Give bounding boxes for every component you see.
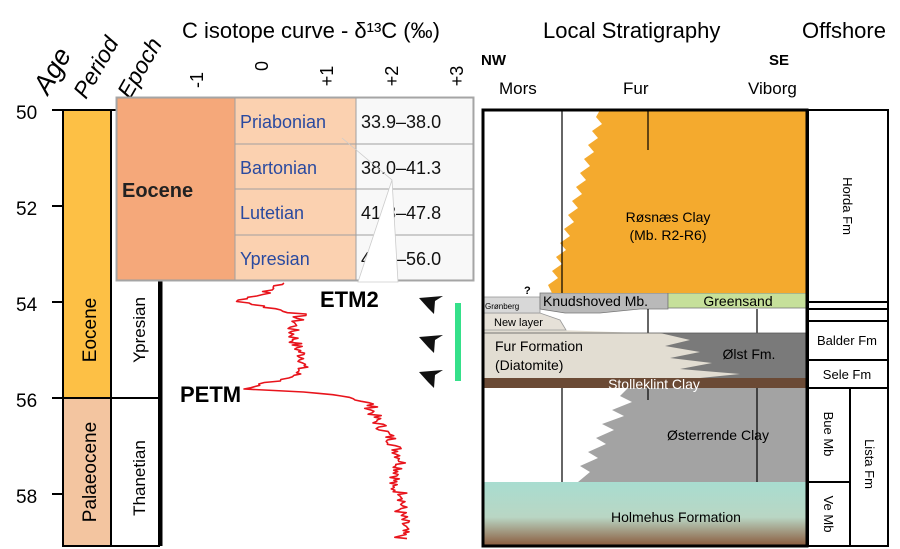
- new-layer-label: New layer: [494, 317, 543, 329]
- stolleklint-clay: [483, 378, 807, 388]
- age-tick-label: 56: [16, 391, 37, 412]
- inset-stage-range: 38.0–41.3: [361, 158, 441, 178]
- age-tick-label: 58: [16, 487, 37, 508]
- bue-mb-label: Bue Mb: [821, 412, 836, 457]
- osterrende-label: Østerrende Clay: [667, 427, 769, 443]
- horda-fm-label: Horda Fm: [840, 177, 855, 235]
- isotope-tick-label: +3: [447, 66, 467, 87]
- inset-stage-range: 33.9–38.0: [361, 112, 441, 132]
- inset-epoch-cell: [116, 97, 236, 281]
- location-viborg: Viborg: [748, 79, 797, 98]
- fur-formation-sublabel: (Diatomite): [495, 357, 563, 373]
- isotope-tick-label: +1: [317, 66, 337, 87]
- question-mark: ?: [524, 285, 531, 297]
- gronberg-label: Grønberg: [485, 302, 519, 311]
- period-eocene-label: Eocene: [80, 298, 101, 362]
- olst-label: Ølst Fm.: [723, 346, 776, 362]
- nw-label: NW: [481, 52, 507, 69]
- offshore-title: Offshore: [802, 18, 886, 43]
- balder-fm-label: Balder Fm: [817, 333, 877, 348]
- inset-stage-link[interactable]: Priabonian: [240, 112, 326, 132]
- age-axis: 50 52 54 56 58: [16, 103, 63, 508]
- carbon-isotope-curve: [235, 282, 411, 540]
- olst-formation: [660, 333, 807, 378]
- event-marker-icon: [419, 296, 443, 314]
- rosnaes-clay: [548, 110, 807, 293]
- ve-mb-label: Ve Mb: [821, 496, 836, 533]
- age-heading: Age: [26, 42, 77, 100]
- inset-stage-range: 41.3–47.8: [361, 203, 441, 223]
- se-label: SE: [769, 52, 789, 69]
- holmehus-label: Holmehus Formation: [611, 509, 741, 525]
- age-tick-label: 54: [16, 295, 38, 316]
- holmehus-formation: [483, 482, 807, 546]
- lista-fm-label: Lista Fm: [862, 439, 877, 489]
- rosnaes-clay-sublabel: (Mb. R2-R6): [629, 227, 706, 243]
- sele-fm-label: Sele Fm: [823, 367, 871, 382]
- etm2-label: ETM2: [320, 287, 379, 312]
- offshore-panel: Horda Fm Balder Fm Sele Fm Bue Mb Ve Mb …: [807, 109, 889, 547]
- pointer-wedge: [341, 137, 399, 283]
- inset-stage-link[interactable]: Bartonian: [240, 158, 317, 178]
- isotope-tick-label: 0: [252, 61, 272, 71]
- event-marker-icon: [419, 370, 443, 388]
- local-stratigraphy-title: Local Stratigraphy: [543, 18, 720, 43]
- rosnaes-clay-label: Røsnæs Clay: [626, 209, 711, 225]
- inset-epoch-label: Eocene: [122, 180, 193, 202]
- inset-stage-link[interactable]: Lutetian: [240, 203, 304, 223]
- isotope-tick-label: +2: [382, 66, 402, 87]
- epoch-thanetian-label: Thanetian: [130, 440, 149, 516]
- knudshoved-label: Knudshoved Mb.: [543, 293, 648, 309]
- period-palaeocene: [62, 397, 112, 547]
- greensand-label: Greensand: [703, 293, 772, 309]
- osterrende-clay: [578, 388, 807, 482]
- isotope-title: C isotope curve - δ¹³C (‰): [182, 18, 440, 43]
- petm-label: PETM: [180, 382, 241, 407]
- stolleklint-label: Stolleklint Clay: [608, 376, 700, 392]
- age-tick-label: 50: [16, 103, 37, 124]
- period-palaeocene-label: Palaeocene: [80, 422, 101, 522]
- age-tick-label: 52: [16, 199, 37, 220]
- period-eocene: [62, 109, 112, 399]
- inset-stage-link[interactable]: Ypresian: [240, 249, 310, 269]
- location-mors: Mors: [499, 79, 537, 98]
- isotope-tick-label: -1: [187, 72, 207, 88]
- period-column: Eocene Palaeocene: [62, 109, 112, 547]
- etm-interval-bar: [455, 303, 461, 381]
- location-fur: Fur: [623, 79, 649, 98]
- event-marker-icon: [419, 335, 443, 353]
- fur-formation-label: Fur Formation: [495, 338, 583, 354]
- local-stratigraphy-panel: Røsnæs Clay (Mb. R2-R6) Knudshoved Mb. G…: [481, 108, 809, 548]
- inset-timescale-table: Eocene Priabonian Bartonian Lutetian Ypr…: [115, 96, 475, 282]
- epoch-ypresian-label: Ypresian: [130, 297, 149, 363]
